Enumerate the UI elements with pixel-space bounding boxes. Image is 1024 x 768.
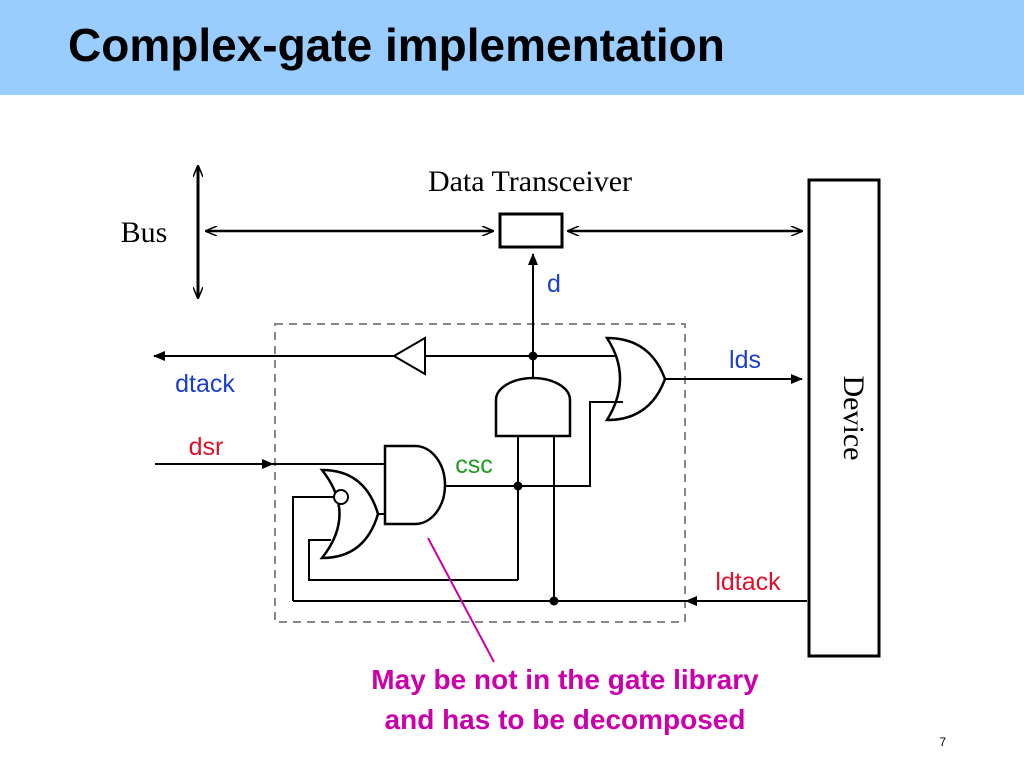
page-number: 7 <box>939 735 946 749</box>
lds-or-gate <box>604 336 667 422</box>
csc-and-gate <box>383 444 447 526</box>
ldtack-feedback-wire <box>292 496 334 601</box>
dtack-buffer <box>392 336 426 376</box>
signal-ldtack-label: ldtack <box>715 568 781 596</box>
signal-dsr-label: dsr <box>189 433 224 461</box>
device-box <box>807 178 881 658</box>
annotation-line-1: May be not in the gate library <box>371 664 759 695</box>
annotation-pointer <box>427 537 495 663</box>
d-and-gate <box>494 376 572 438</box>
data-transceiver-box <box>498 212 564 249</box>
controller-boundary <box>274 323 686 623</box>
signal-dtack-label: dtack <box>175 370 235 398</box>
bus-label: Bus <box>121 216 168 249</box>
slide-title: Complex-gate implementation <box>68 19 725 71</box>
nor-inversion-bubble <box>333 489 349 505</box>
data-transceiver-label: Data Transceiver <box>428 165 632 198</box>
device-label: Device <box>837 376 870 461</box>
signal-lds-label: lds <box>729 346 761 374</box>
junction-ldtack <box>549 596 559 606</box>
signal-csc-label: csc <box>455 451 493 479</box>
annotation-note: May be not in the gate library and has t… <box>300 660 830 740</box>
signal-d-label: d <box>547 270 561 298</box>
feedback-nor-gate <box>319 468 380 560</box>
csc-feedback-wire <box>308 539 518 581</box>
annotation-line-2: and has to be decomposed <box>384 704 746 735</box>
title-bar: Complex-gate implementation <box>0 0 1024 95</box>
